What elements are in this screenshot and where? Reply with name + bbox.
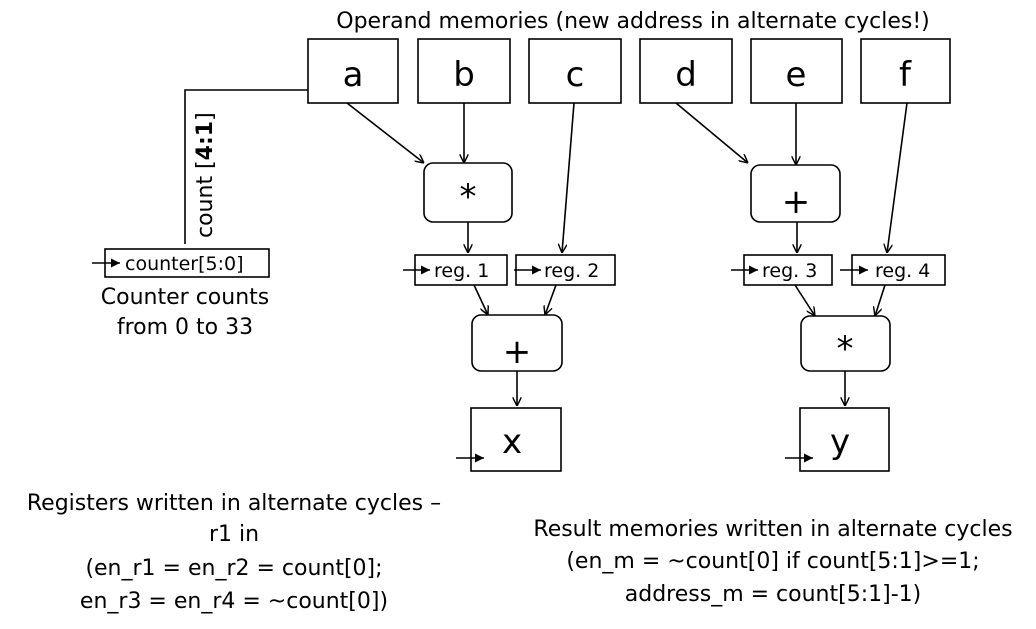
register-label: reg. 3 (762, 260, 817, 282)
register-2: reg. 2 (514, 254, 616, 286)
operand-memory-c: c (528, 38, 622, 104)
registers-note-line: r1 in (209, 522, 259, 547)
operator-symbol: + (782, 182, 811, 222)
arrow-reg2-to-add (545, 284, 557, 315)
memory-label: f (899, 55, 912, 95)
counter-note-line1: Counter counts (101, 285, 269, 310)
operand-memory-d: d (639, 38, 733, 104)
multiplier-left: * (423, 162, 513, 223)
operator-symbol: * (837, 329, 854, 369)
operand-memory-b: b (417, 38, 511, 104)
operator-symbol: + (503, 332, 532, 372)
count-bus-line (184, 89, 308, 244)
count-bus-label: count [4:1] (193, 112, 218, 238)
arrow-d-to-add (675, 102, 748, 163)
register-label: reg. 2 (544, 260, 599, 282)
memory-label: e (786, 55, 807, 95)
arrow-c-to-reg2 (562, 102, 575, 253)
operator-symbol: * (460, 177, 477, 217)
operand-memory-f: f (860, 38, 951, 104)
adder-left-bottom: + (471, 314, 563, 372)
register-label: reg. 1 (434, 260, 489, 282)
register-3: reg. 3 (731, 254, 833, 286)
register-1: reg. 1 (403, 254, 508, 286)
registers-note: Registers written in alternate cycles – … (27, 491, 441, 614)
count-bus-label-prefix: count [ (193, 160, 218, 238)
register-label: reg. 4 (875, 260, 930, 282)
registers-note-line: Registers written in alternate cycles – (27, 491, 441, 516)
result-label: x (502, 422, 522, 462)
results-note-line: address_m = count[5:1]-1) (625, 582, 921, 607)
result-memory-x: x (456, 407, 562, 472)
register-4: reg. 4 (840, 254, 946, 286)
counter-note-line2: from 0 to 33 (117, 315, 253, 340)
arrow-f-to-reg4 (887, 102, 908, 253)
adder-right-top: + (750, 164, 841, 223)
result-label: y (830, 422, 850, 462)
operand-memory-e: e (750, 38, 843, 104)
registers-note-line: (en_r1 = en_r2 = count[0]; (85, 556, 382, 581)
multiplier-right-bottom: * (800, 315, 891, 372)
arrow-reg4-to-mul (875, 284, 886, 316)
results-note: Result memories written in alternate cyc… (533, 517, 1012, 607)
count-bus-label-suffix: ] (193, 112, 218, 121)
memory-label: c (566, 55, 585, 95)
operand-memory-a: a (307, 38, 399, 104)
arrow-a-to-mul (346, 102, 424, 163)
memory-label: d (675, 55, 697, 95)
arrow-reg1-to-add (473, 284, 488, 315)
count-bus-label-bits: 4:1 (193, 121, 218, 160)
results-note-line: (en_m = ~count[0] if count[5:1]>=1; (566, 549, 979, 574)
diagram-title: Operand memories (new address in alterna… (336, 9, 929, 34)
counter-label: counter[5:0] (125, 253, 244, 275)
registers-note-line: en_r3 = en_r4 = ~count[0]) (80, 589, 388, 614)
memory-label: a (343, 55, 364, 95)
memory-label: b (453, 55, 475, 95)
counter-register: counter[5:0] (92, 248, 270, 278)
results-note-line: Result memories written in alternate cyc… (533, 517, 1012, 542)
arrow-reg3-to-mul (794, 284, 815, 316)
result-memory-y: y (785, 407, 890, 472)
